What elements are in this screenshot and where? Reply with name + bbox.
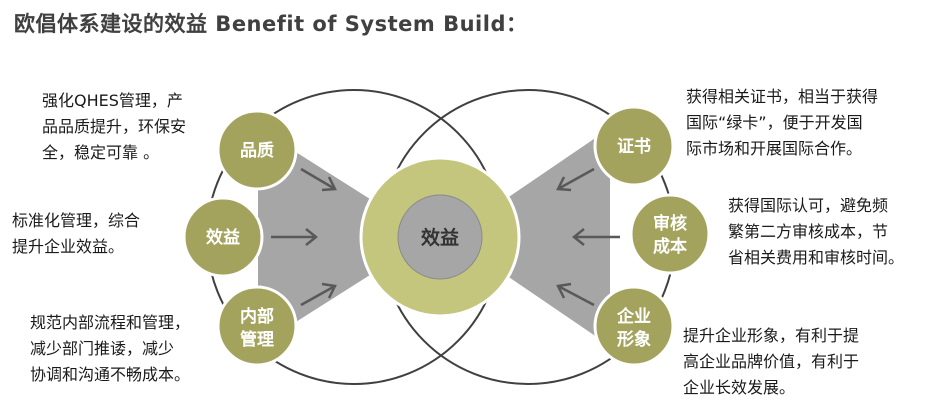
desc-line: 品品质提升，环保安 — [42, 117, 187, 136]
desc-line: 标准化管理，综合 — [12, 211, 141, 230]
desc-line: 繁第二方审核成本，节 — [728, 222, 889, 241]
node-internal-management-label-2: 管理 — [240, 329, 274, 350]
desc-certificate: 获得相关证书，相当于获得 国际“绿卡”，便于开发国 际市场和开展国际合作。 — [686, 84, 878, 162]
node-benefit-label: 效益 — [206, 227, 240, 248]
node-corporate-image-label-2: 形象 — [617, 329, 651, 350]
arrows — [271, 167, 620, 307]
desc-audit-cost: 获得国际认可，避免频 繁第二方审核成本，节 省相关费用和审核时间。 — [728, 193, 904, 271]
desc-quality: 强化QHES管理，产 品品质提升，环保安 全，稳定可靠 。 — [42, 88, 186, 166]
page-title: 欧倡体系建设的效益 Benefit of System Build： — [14, 12, 528, 36]
center-label: 效益 — [421, 226, 459, 249]
desc-line: 提升企业形象，有利于提 — [683, 326, 860, 345]
desc-line: 提升企业效益。 — [12, 237, 125, 256]
node-corporate-image-label-1: 企业 — [616, 306, 651, 327]
node-internal-management-label-1: 内部 — [240, 306, 274, 327]
node-audit-cost-label-1: 审核 — [653, 213, 687, 234]
node-corporate-image: 企业 形象 — [593, 285, 675, 367]
desc-line: 获得相关证书，相当于获得 — [686, 87, 879, 106]
left-funnel — [258, 128, 430, 346]
node-audit-cost: 审核 成本 — [629, 193, 711, 275]
arrow-left-top — [300, 167, 336, 191]
desc-line: 际市场和开展国际合作。 — [686, 139, 863, 158]
desc-line: 国际“绿卡”，便于开发国 — [686, 113, 863, 132]
node-internal-management: 内部 管理 — [216, 285, 298, 367]
desc-corporate-image: 提升企业形象，有利于提 高企业品牌价值，有利于 企业长效发展。 — [683, 323, 859, 401]
desc-line: 规范内部流程和管理， — [30, 313, 191, 332]
desc-line: 获得国际认可，避免频 — [728, 196, 889, 215]
desc-line: 减少部门推诿，减少 — [30, 339, 175, 358]
desc-line: 高企业品牌价值，有利于 — [683, 352, 860, 371]
arrow-left-bottom — [300, 284, 336, 307]
node-quality-label: 品质 — [240, 141, 274, 161]
desc-benefit: 标准化管理，综合 提升企业效益。 — [12, 208, 140, 260]
desc-line: 强化QHES管理，产 — [42, 91, 183, 110]
node-certificate-label: 证书 — [617, 137, 651, 157]
node-benefit: 效益 — [182, 196, 264, 278]
desc-line: 全，稳定可靠 。 — [42, 143, 160, 162]
node-quality: 品质 — [216, 109, 298, 191]
desc-line: 协调和沟通不畅成本。 — [30, 365, 191, 384]
desc-line: 企业长效发展。 — [683, 378, 796, 397]
arrow-right-top — [557, 167, 595, 191]
desc-internal-management: 规范内部流程和管理， 减少部门推诿，减少 协调和沟通不畅成本。 — [30, 310, 190, 388]
center-core — [397, 194, 483, 280]
node-certificate: 证书 — [593, 105, 675, 187]
node-audit-cost-label-2: 成本 — [653, 236, 687, 257]
desc-line: 省相关费用和审核时间。 — [728, 248, 905, 267]
arrow-right-bottom — [557, 284, 595, 307]
